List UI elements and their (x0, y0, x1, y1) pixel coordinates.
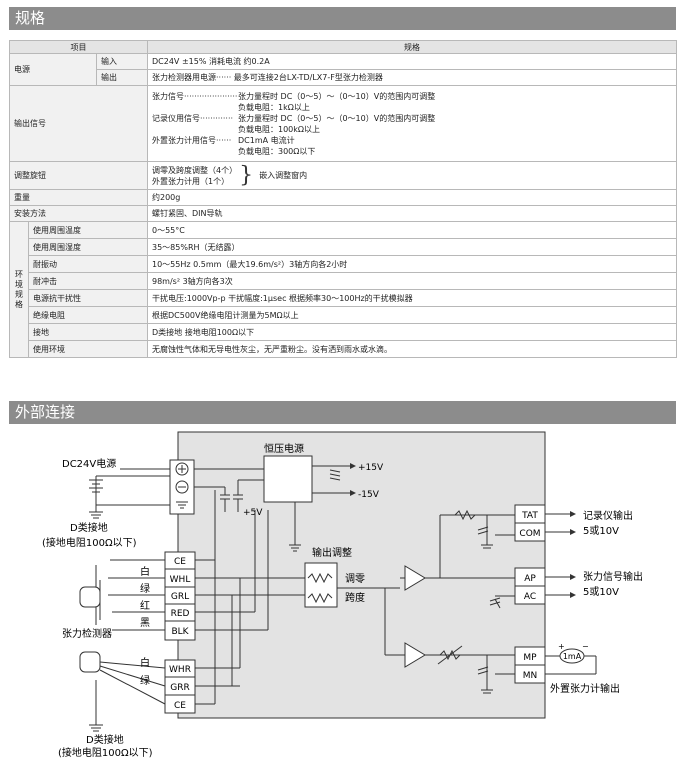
signal-output-label: 张力信号输出 (583, 570, 643, 583)
meter-output-label: 外置张力计输出 (550, 682, 620, 695)
minus15-label: -15V (358, 490, 380, 500)
env-value: 35～85%RH（无结露） (147, 238, 677, 256)
connection-section-title: 外部连接 (9, 401, 676, 424)
meter-label: 1mA (563, 652, 582, 661)
sensor-right-icon (79, 651, 101, 673)
terminal-red: RED (171, 609, 190, 619)
power-input-label: 输入 (96, 53, 148, 70)
terminal-ce2: CE (174, 701, 186, 711)
adjust-label: 调整旋钮 (9, 161, 148, 190)
env-value: 干扰电压:1000Vp-p 干扰幅度:1μsec 根据频率30～100Hz的干扰… (147, 289, 677, 307)
weight-value: 约200g (147, 189, 677, 206)
power-output-label: 输出 (96, 69, 148, 86)
mounting-value: 螺钉紧固、DIN导轨 (147, 205, 677, 222)
meter-plus: + (558, 642, 565, 651)
adjust-value: 调零及跨度调整（4个）外置张力计用（1个） } 嵌入调整窗内 (147, 161, 677, 190)
wire-black-label: 黑 (140, 617, 150, 629)
weight-label: 重量 (9, 189, 148, 206)
env-value: 无腐蚀性气体和无导电性灰尘，无严重粉尘。没有洒到雨水或水滴。 (147, 340, 677, 358)
sensor-terminal-block (164, 551, 196, 641)
regulator-label: 恒压电源 (264, 442, 304, 455)
terminal-mn: MN (523, 671, 538, 681)
env-label: 绝缘电阻 (28, 306, 148, 324)
env-value: 98m/s² 3轴方向各3次 (147, 272, 677, 290)
env-value: 根据DC500V绝缘电阻计测量为5MΩ以上 (147, 306, 677, 324)
meter-minus: − (582, 642, 589, 651)
ground-bottom-note: (接地电阻100Ω以下) (58, 746, 153, 758)
amplifier-2-icon (404, 642, 426, 668)
terminal-grr: GRR (170, 683, 189, 693)
spec-section-title: 规格 (9, 7, 676, 30)
terminal-whr: WHR (169, 665, 191, 675)
env-label: 使用环境 (28, 340, 148, 358)
wire-green-label: 绿 (140, 582, 150, 595)
output-signal-value: 张力信号·······················张力量程时 DC（0～5）… (147, 85, 677, 162)
spec-table: 项目 规格 电源 输入 DC24V ±15% 消耗电流 约0.2A 输出 张力检… (9, 40, 677, 358)
power-input-value: DC24V ±15% 消耗电流 约0.2A (147, 53, 677, 70)
env-value: 10～55Hz 0.5mm（最大19.6m/s²）3轴方向各2小时 (147, 255, 677, 273)
env-label: 耐冲击 (28, 272, 148, 290)
recorder-output-label: 记录仪输出 (583, 509, 633, 522)
power-output-value: 张力检测器用电源······ 最多可连接2台LX-TD/LX7-F型张力检测器 (147, 69, 677, 86)
span-label: 跨度 (345, 591, 365, 604)
terminal-ap: AP (524, 574, 536, 584)
zero-pot-icon (307, 572, 333, 584)
terminal-whl: WHL (170, 575, 191, 585)
environment-label: 环境规格 (9, 221, 29, 358)
env-value: D类接地 接地电阻100Ω以下 (147, 323, 677, 341)
header-spec: 规格 (147, 40, 677, 54)
wire-red-label: 红 (140, 599, 150, 612)
wire-white2-label: 白 (140, 656, 150, 669)
terminal-ac: AC (524, 592, 536, 602)
wiring-diagram: DC24V电源 D类接地 (接地电阻100Ω以下) +5V 恒压电源 +15V … (42, 431, 643, 758)
terminal-grl: GRL (171, 592, 189, 602)
terminal-tat: TAT (521, 511, 538, 521)
regulator-box (263, 455, 313, 503)
env-label: 耐振动 (28, 255, 148, 273)
terminal-blk: BLK (171, 627, 189, 637)
header-item: 项目 (9, 40, 148, 54)
env-label: 使用周围温度 (28, 221, 148, 239)
output-signal-label: 输出信号 (9, 85, 148, 162)
sensor-left-icon (79, 586, 101, 608)
zero-label: 调零 (345, 573, 365, 585)
plus5-label: +5V (243, 508, 263, 518)
env-label: 使用周围湿度 (28, 238, 148, 256)
ground-top-note: (接地电阻100Ω以下) (42, 536, 137, 549)
recorder-range-label: 5或10V (583, 525, 619, 537)
power-label: 电源 (9, 53, 97, 86)
mounting-label: 安装方法 (9, 205, 148, 222)
signal-range-label: 5或10V (583, 586, 619, 598)
plus15-label: +15V (358, 463, 384, 473)
terminal-com: COM (519, 529, 540, 539)
env-label: 接地 (28, 323, 148, 341)
adjust-box (304, 562, 338, 608)
env-label: 电源抗干扰性 (28, 289, 148, 307)
power-label: DC24V电源 (62, 457, 116, 470)
output-adjust-label: 输出调整 (312, 546, 352, 559)
terminal-mp: MP (523, 653, 537, 663)
sensor2-terminal-block (164, 659, 196, 714)
terminal-ce: CE (174, 557, 186, 567)
span-pot-icon (307, 592, 333, 604)
ground-bottom-label: D类接地 (86, 733, 124, 746)
ground-top-label: D类接地 (70, 521, 108, 534)
env-value: 0～55°C (147, 221, 677, 239)
wire-green2-label: 绿 (140, 674, 150, 687)
wire-white-label: 白 (140, 565, 150, 578)
tat-resistor-icon (454, 509, 476, 521)
sensor-label: 张力检测器 (62, 627, 112, 640)
